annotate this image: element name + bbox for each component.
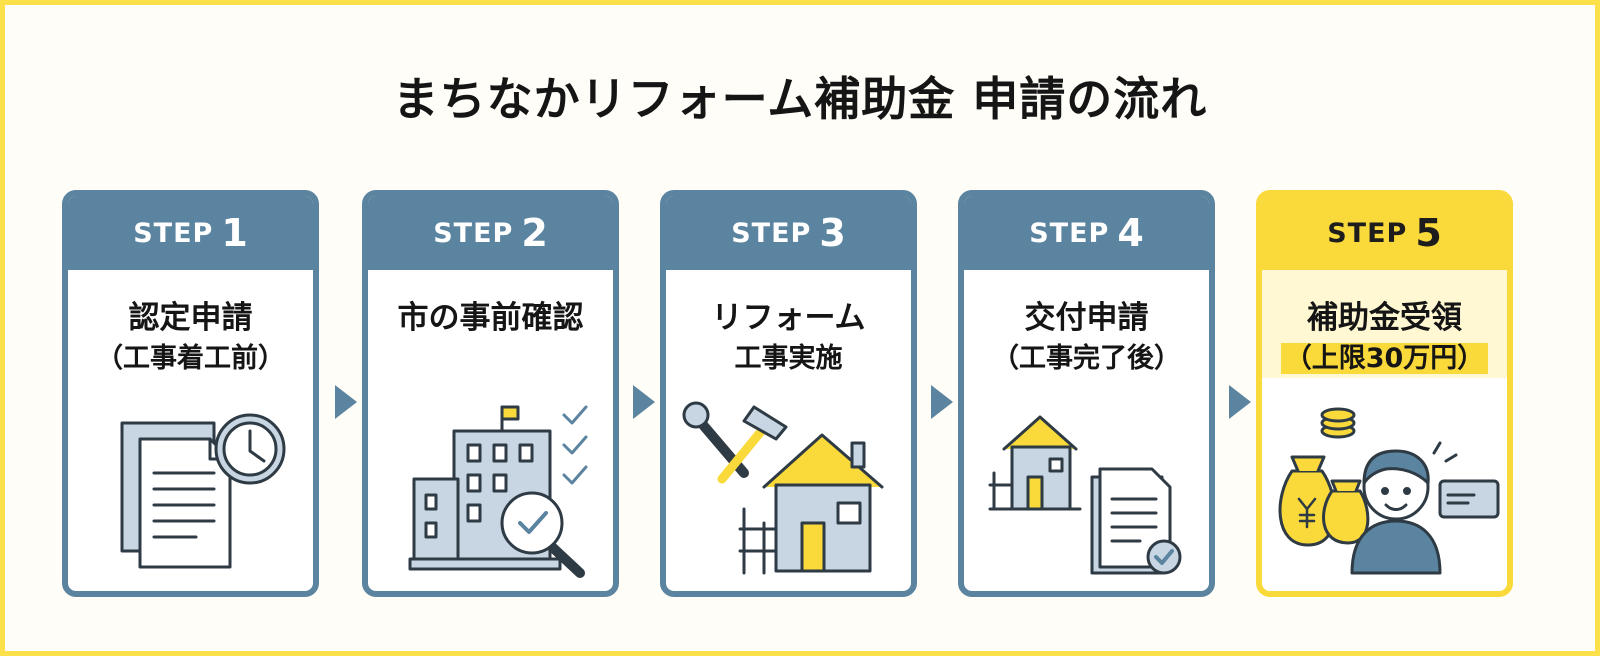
step-3-header: STEP 3	[666, 196, 911, 270]
step-1-card: STEP 1 認定申請 （工事着工前）	[62, 190, 319, 597]
arrow-right-icon	[1229, 385, 1251, 419]
step-5-subtitle-wrap: （上限30万円）	[1262, 336, 1507, 375]
step-2-title: 市の事前確認	[397, 300, 584, 336]
arrow-right-icon	[633, 385, 655, 419]
step-2-header: STEP 2	[368, 196, 613, 270]
step-5-title: 補助金受領	[1307, 300, 1462, 336]
step-5-label: STEP	[1327, 217, 1408, 249]
step-5-number: 5	[1415, 211, 1442, 255]
step-5-card: STEP 5 補助金受領 （上限30万円）	[1256, 190, 1513, 597]
step-4-title: 交付申請	[1024, 300, 1149, 336]
step-4-header: STEP 4	[964, 196, 1209, 270]
step-1-subtitle: （工事着工前）	[96, 343, 285, 374]
step-3-number: 3	[819, 211, 846, 255]
arrow-right-icon	[931, 385, 953, 419]
step-4-subtitle: （工事完了後）	[992, 343, 1181, 374]
money-person-card-icon	[1278, 407, 1500, 575]
step-4-number: 4	[1117, 211, 1144, 255]
step-4-label: STEP	[1029, 217, 1110, 249]
step-2-label: STEP	[433, 217, 514, 249]
step-5-subtitle: （上限30万円）	[1280, 343, 1489, 374]
step-1-title: 認定申請	[128, 300, 253, 336]
step-2-card: STEP 2 市の事前確認	[362, 190, 619, 597]
step-1-label: STEP	[133, 217, 214, 249]
step-2-number: 2	[521, 211, 548, 255]
step-5-header: STEP 5	[1262, 196, 1507, 270]
tools-house-icon	[682, 401, 884, 575]
step-4-card: STEP 4 交付申請 （工事完了後）	[958, 190, 1215, 597]
arrow-right-icon	[335, 385, 357, 419]
page-title: まちなかリフォーム補助金 申請の流れ	[392, 72, 1208, 126]
step-1-header: STEP 1	[68, 196, 313, 270]
documents-clock-icon	[120, 413, 286, 569]
step-3-title: リフォーム	[711, 300, 866, 336]
step-3-label: STEP	[731, 217, 812, 249]
house-document-check-icon	[988, 415, 1182, 575]
step-1-number: 1	[221, 211, 248, 255]
building-magnifier-check-icon	[408, 405, 588, 578]
step-3-subtitle: 工事実施	[734, 343, 843, 374]
step-3-card: STEP 3 リフォーム 工事実施	[660, 190, 917, 597]
